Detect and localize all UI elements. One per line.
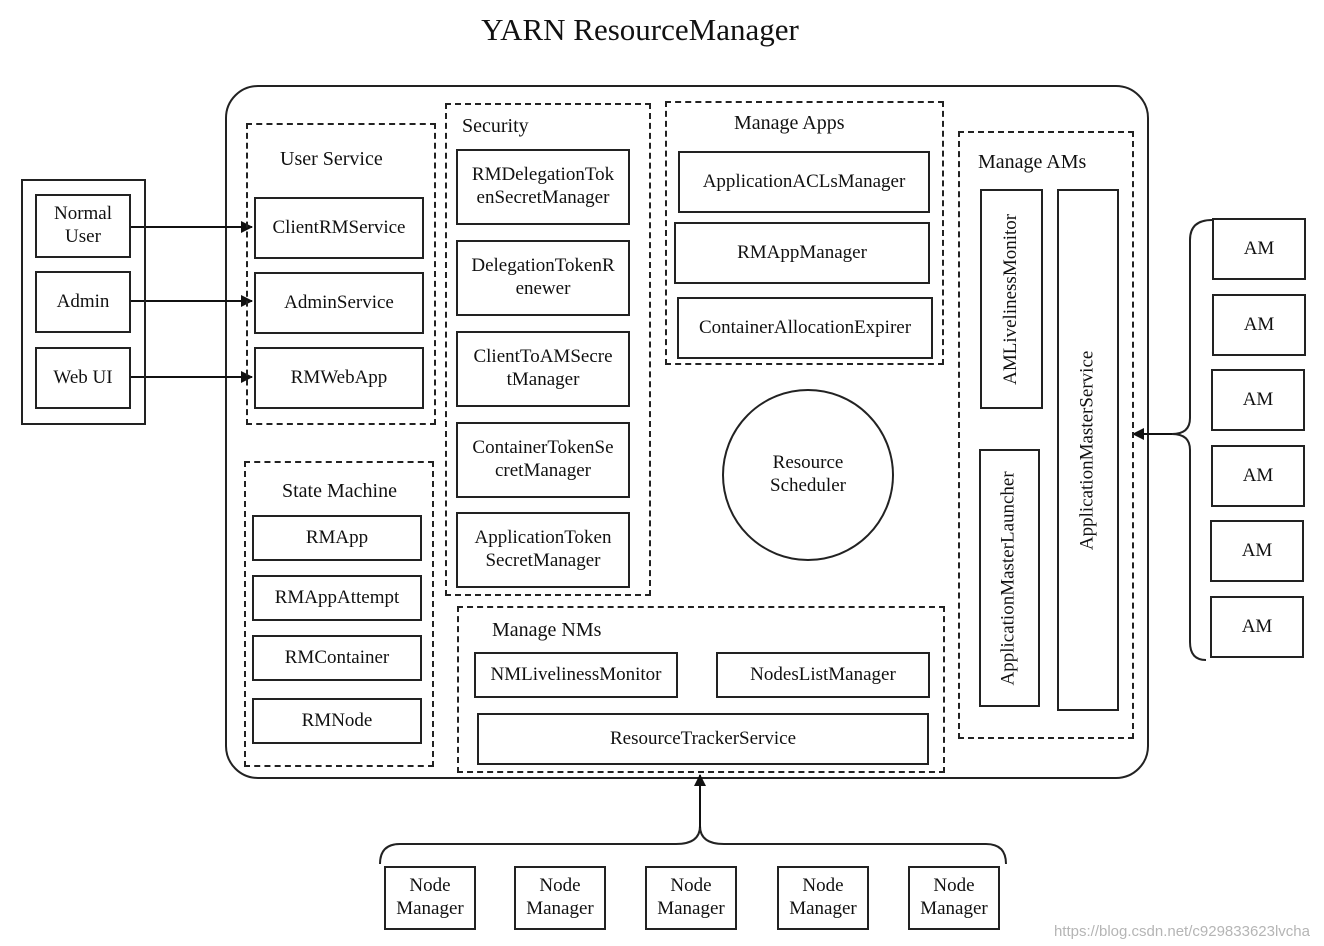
user-service-group [246,123,436,425]
am-liveliness-monitor-label: AMLivelinessMonitor [1000,213,1022,385]
am-box: AM [1211,369,1305,431]
state-machine-label: State Machine [282,480,397,502]
manage-ams-group [958,131,1134,739]
rm-node: RMNode [252,698,422,744]
node-manager: Node Manager [908,866,1000,930]
application-token-secret-manager: ApplicationToken SecretManager [456,512,630,588]
rm-app-manager: RMAppManager [674,222,930,284]
security-label: Security [462,115,529,137]
rm-container: RMContainer [252,635,422,681]
manage-apps-group [665,101,944,365]
resourcemanager-frame [225,85,1149,779]
user-service-label: User Service [280,148,383,170]
application-acls-manager: ApplicationACLsManager [678,151,930,213]
manage-ams-label: Manage AMs [978,151,1087,173]
am-box: AM [1210,596,1304,658]
client-to-am-secret-manager: ClientToAMSecre tManager [456,331,630,407]
node-manager: Node Manager [777,866,869,930]
container-allocation-expirer: ContainerAllocationExpirer [677,297,933,359]
node-manager: Node Manager [384,866,476,930]
manage-nms-group [457,606,945,773]
node-manager: Node Manager [514,866,606,930]
application-master-service-label: ApplicationMasterService [1076,350,1098,550]
am-brace [1171,219,1213,661]
rm-web-app: RMWebApp [254,347,424,409]
node-manager: Node Manager [645,866,737,930]
nm-brace [379,825,1007,865]
rm-app: RMApp [252,515,422,561]
application-master-service: ApplicationMasterService [1057,189,1119,711]
client-rm-service: ClientRMService [254,197,424,259]
nm-liveliness-monitor: NMLivelinessMonitor [474,652,678,698]
rm-app-attempt: RMAppAttempt [252,575,422,621]
nodes-list-manager: NodesListManager [716,652,930,698]
client-web-ui: Web UI [35,347,131,409]
delegation-token-renewer: DelegationTokenR enewer [456,240,630,316]
admin-service: AdminService [254,272,424,334]
application-master-launcher-label: ApplicationMasterLauncher [998,470,1020,686]
clients-group [21,179,146,425]
application-master-launcher: ApplicationMasterLauncher [979,449,1040,707]
client-normal-user: Normal User [35,194,131,258]
am-liveliness-monitor: AMLivelinessMonitor [980,189,1043,409]
manage-nms-label: Manage NMs [492,619,602,641]
rm-delegation-token-secret-manager: RMDelegationTok enSecretManager [456,149,630,225]
resource-scheduler: Resource Scheduler [722,389,894,561]
watermark: https://blog.csdn.net/c929833623lvcha [1053,923,1310,940]
state-machine-group [244,461,434,767]
am-box: AM [1212,294,1306,356]
resource-tracker-service: ResourceTrackerService [477,713,929,765]
diagram-title: YARN ResourceManager [481,12,799,47]
am-box: AM [1210,520,1304,582]
manage-apps-label: Manage Apps [734,112,845,134]
am-box: AM [1211,445,1305,507]
security-group [445,103,651,596]
am-box: AM [1212,218,1306,280]
client-admin: Admin [35,271,131,333]
container-token-secret-manager: ContainerTokenSe cretManager [456,422,630,498]
